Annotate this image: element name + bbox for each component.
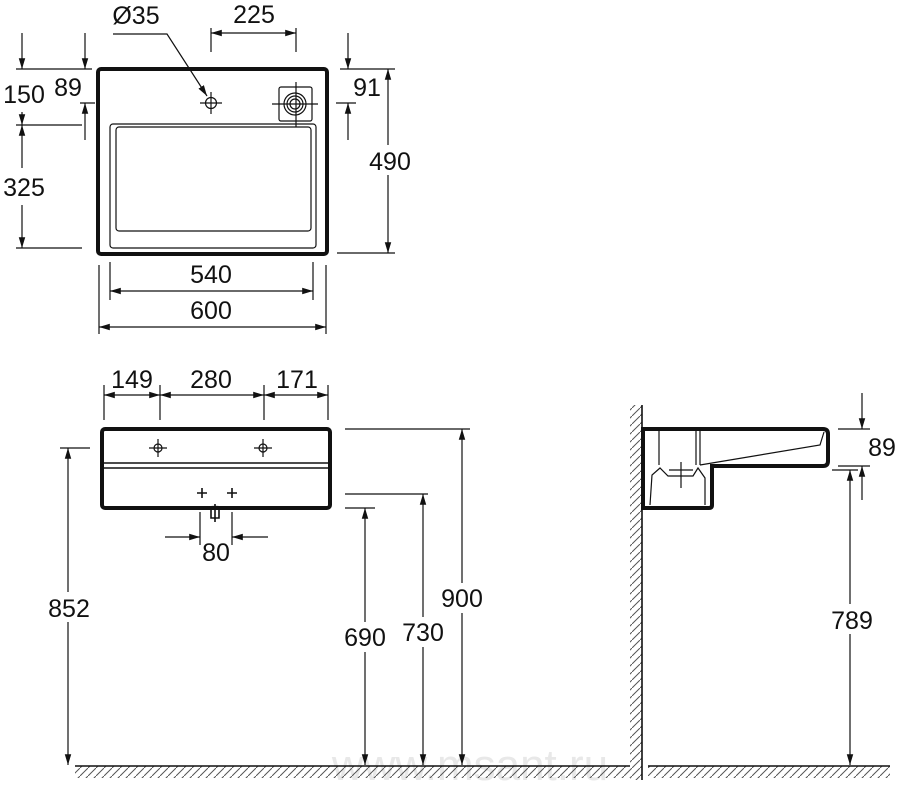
dim-tap-to-overflow: 225 xyxy=(233,1,275,29)
dim-inner-width: 540 xyxy=(190,261,232,289)
bracket-hole-icon xyxy=(149,439,167,457)
dim-rim-thickness: 89 xyxy=(868,434,896,462)
dim-waste-height: 730 xyxy=(402,619,444,647)
side-view: 89 789 xyxy=(630,393,896,780)
watermark: www.msant.ru xyxy=(331,741,608,788)
dim-bracket-to-right: 171 xyxy=(276,366,318,394)
dim-top-to-tap: 89 xyxy=(54,74,82,102)
dim-width: 600 xyxy=(190,297,232,325)
top-view: Ø35 225 150 89 325 91 490 540 600 xyxy=(3,1,412,334)
dim-left-to-bracket: 149 xyxy=(111,366,153,394)
dim-basin-depth: 325 xyxy=(3,174,45,202)
dim-top-to-overflow: 91 xyxy=(353,74,381,102)
dim-depth: 490 xyxy=(369,148,411,176)
front-view: 149 280 171 80 852 690 730 900 xyxy=(44,366,630,778)
floor-hatch xyxy=(75,766,630,778)
tap-hole-icon xyxy=(200,92,222,114)
floor-hatch xyxy=(648,766,890,778)
dim-tap-hole: Ø35 xyxy=(112,2,159,30)
dim-bottom-height: 690 xyxy=(344,624,386,652)
wall-hatch xyxy=(630,405,642,780)
dim-under-height: 789 xyxy=(831,607,873,635)
dim-bracket-spacing: 280 xyxy=(190,366,232,394)
bracket-hole-icon xyxy=(254,439,272,457)
overflow-icon xyxy=(272,82,318,127)
dim-top-height: 900 xyxy=(441,585,483,613)
dim-waste-spacing: 80 xyxy=(202,539,230,567)
dim-top-to-basin: 150 xyxy=(3,81,45,109)
dim-bracket-height: 852 xyxy=(48,595,90,623)
